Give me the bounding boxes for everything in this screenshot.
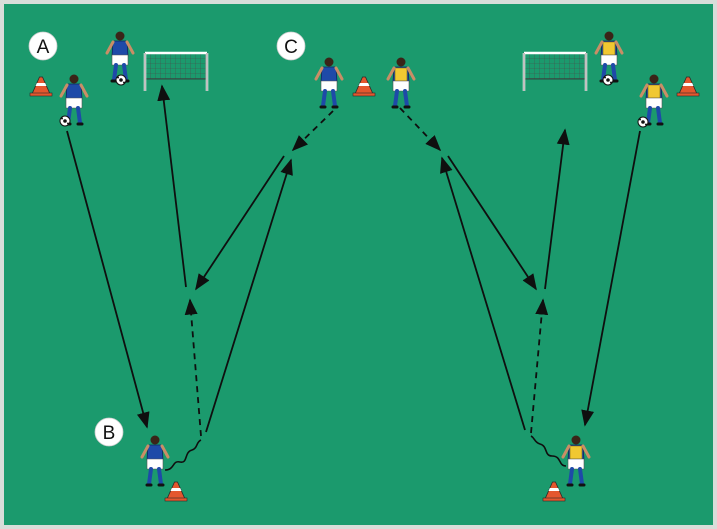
ball xyxy=(637,116,649,128)
pass-arrow-top-right-to-bottom xyxy=(581,130,641,427)
label-c: C xyxy=(276,31,306,61)
pass-arrow-c-to-runner xyxy=(195,155,285,291)
run-arrow-c-right xyxy=(399,107,442,152)
dribble-path-left xyxy=(164,439,202,471)
dribble-path-right xyxy=(530,435,567,467)
ball xyxy=(602,74,614,86)
label-c-text: C xyxy=(284,37,298,58)
label-a-text: A xyxy=(37,37,50,58)
label-a: A xyxy=(28,31,58,61)
shot-arrow-left-goal xyxy=(157,84,187,288)
run-arrow-right-forward xyxy=(530,298,549,434)
pass-arrow-b-to-c xyxy=(205,158,293,433)
shot-arrow-right-goal xyxy=(544,128,570,290)
label-b: B xyxy=(94,417,124,447)
ball xyxy=(59,115,71,127)
run-arrow-b-forward xyxy=(184,298,202,437)
pass-arrow-right-to-c xyxy=(440,156,526,431)
ball xyxy=(115,74,127,86)
pass-arrow-c-to-right-runner xyxy=(447,155,537,291)
label-b-text: B xyxy=(103,423,116,444)
run-arrow-c-left xyxy=(291,110,334,152)
pass-arrow-a-to-b xyxy=(66,130,150,429)
